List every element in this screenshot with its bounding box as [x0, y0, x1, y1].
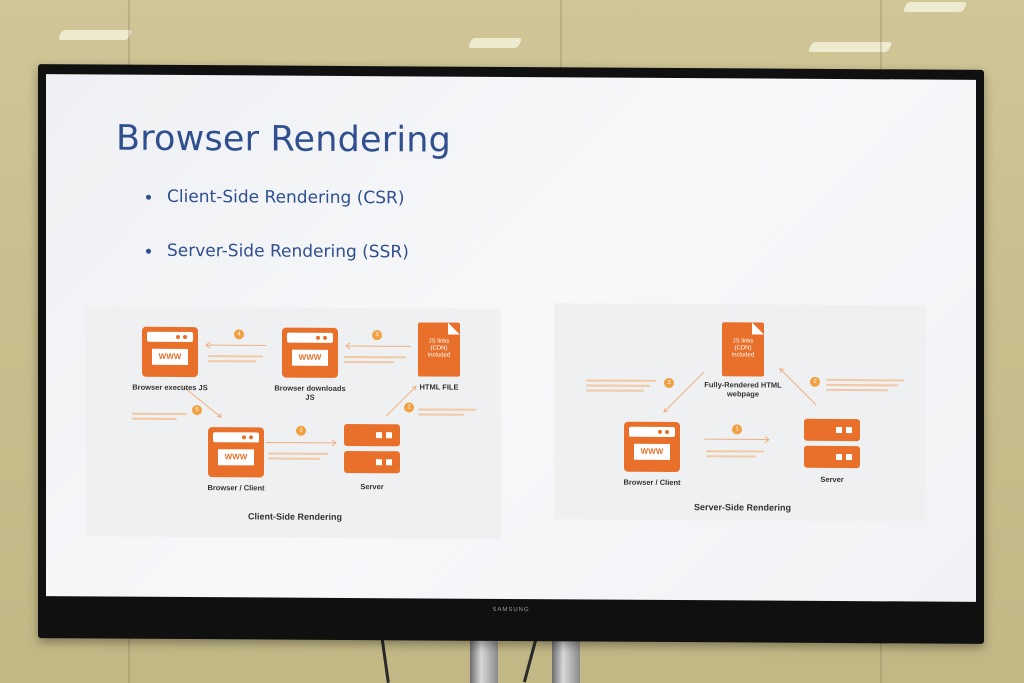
description-line — [344, 360, 394, 364]
step-badge: 1 — [296, 425, 306, 436]
csr-caption: Client-Side Rendering — [248, 511, 343, 522]
ceiling-light — [57, 30, 133, 40]
bullet-text: Server-Side Rendering (SSR) — [167, 240, 409, 263]
bullet-text: Client-Side Rendering (CSR) — [167, 186, 405, 209]
browser-window-icon: WWW — [142, 326, 198, 378]
bullet-dot — [146, 194, 151, 200]
ceiling-light — [467, 38, 523, 48]
step-badge: 3 — [664, 377, 674, 388]
description-line — [418, 413, 464, 416]
description-line — [706, 450, 764, 453]
description-line — [826, 388, 888, 392]
step-badge: 2 — [810, 376, 820, 387]
step-badge: 2 — [404, 402, 414, 413]
step-badge: 4 — [234, 329, 244, 340]
csr-diagram: WWW Browser executes JS WWW Browser down… — [86, 306, 501, 539]
label-html-file: HTML FILE — [419, 382, 459, 392]
description-line — [706, 455, 756, 458]
ceiling-light — [902, 2, 968, 12]
step-badge: 5 — [192, 405, 202, 416]
description-line — [208, 360, 256, 363]
ssr-arrows — [663, 367, 817, 443]
description-line — [132, 412, 187, 416]
csr-arrows — [180, 341, 417, 447]
label-browser-client: Browser / Client — [207, 483, 265, 493]
label-browser-executes: Browser executes JS — [132, 382, 208, 393]
document-file-icon: JS links (CDN) included — [722, 322, 764, 377]
server-rack-icon — [804, 418, 860, 473]
tv-screen: Browser Rendering Client-Side Rendering … — [46, 74, 976, 602]
step-badge: 3 — [372, 330, 382, 341]
step-badge: 1 — [732, 424, 742, 435]
browser-window-icon: WWW — [282, 327, 338, 378]
browser-window-icon: WWW — [208, 427, 264, 478]
server-rack-icon — [344, 423, 400, 478]
description-line — [344, 355, 406, 359]
label-browser-downloads: Browser downloads JS — [274, 383, 346, 402]
file-text: JS links (CDN) included — [731, 338, 755, 359]
bullet-ssr: Server-Side Rendering (SSR) — [146, 240, 409, 263]
ssr-diagram: JS links (CDN) included Fully-Rendered H… — [554, 303, 926, 522]
tv-brand-logo: SAMSUNG — [492, 606, 530, 614]
description-line — [586, 384, 650, 387]
television: Browser Rendering Client-Side Rendering … — [38, 64, 984, 644]
label-server: Server — [360, 482, 384, 492]
slide-title: Browser Rendering — [116, 118, 452, 161]
ssr-caption: Server-Side Rendering — [694, 502, 792, 513]
description-line — [586, 379, 656, 382]
file-text: JS links (CDN) included — [427, 338, 451, 359]
description-line — [268, 452, 328, 455]
label-webpage: Fully-Rendered HTML webpage — [704, 380, 782, 399]
label-browser-client: Browser / Client — [623, 477, 681, 488]
description-line — [268, 457, 320, 460]
description-line — [418, 408, 476, 411]
description-line — [132, 417, 177, 420]
description-line — [586, 389, 644, 392]
bullet-dot — [146, 248, 151, 254]
document-file-icon: JS links (CDN) included — [418, 322, 460, 377]
label-server: Server — [820, 474, 844, 485]
description-line — [208, 355, 263, 358]
bullet-csr: Client-Side Rendering (CSR) — [146, 186, 405, 209]
description-line — [826, 383, 898, 387]
browser-window-icon: WWW — [624, 421, 680, 473]
